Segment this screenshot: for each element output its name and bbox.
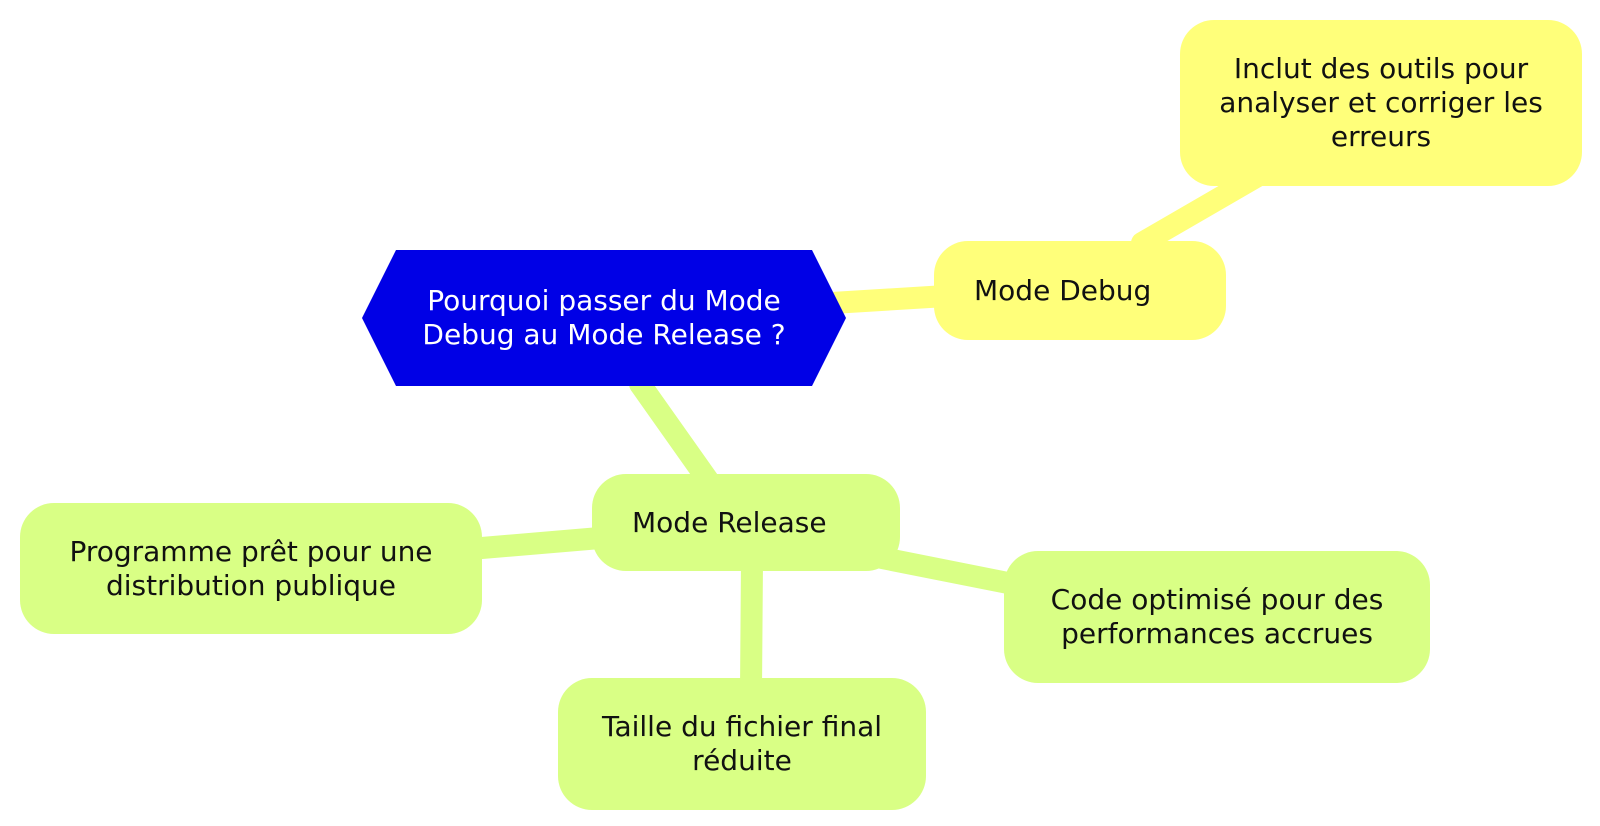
root-node-label: Pourquoi passer du Mode Debug au Mode Re…	[422, 284, 786, 351]
connector-release-size	[740, 549, 763, 701]
distribution-label: Programme prêt pour une distribution pub…	[69, 534, 433, 602]
connector-release-distribution	[459, 527, 611, 560]
connector-root-debug	[821, 285, 957, 314]
distribution-node: Programme prêt pour une distribution pub…	[20, 503, 482, 634]
root-hexagon-shape	[362, 250, 846, 386]
mode-release-node: Mode Release	[592, 474, 900, 571]
performance-node: Code optimisé pour des performances accr…	[1004, 551, 1430, 683]
file-size-node: Taille du fichier final réduite	[558, 678, 926, 810]
mode-debug-label: Mode Debug	[974, 273, 1152, 307]
file-size-label: Taille du fichier final réduite	[601, 710, 883, 777]
debug-detail-label: Inclut des outils pour analyser et corri…	[1219, 52, 1543, 153]
mode-debug-node: Mode Debug	[934, 241, 1226, 340]
mode-release-label: Mode Release	[632, 505, 827, 539]
debug-detail-node: Inclut des outils pour analyser et corri…	[1180, 20, 1582, 186]
connector-release-performance	[871, 547, 1029, 596]
performance-label: Code optimisé pour des performances accr…	[1050, 583, 1384, 650]
